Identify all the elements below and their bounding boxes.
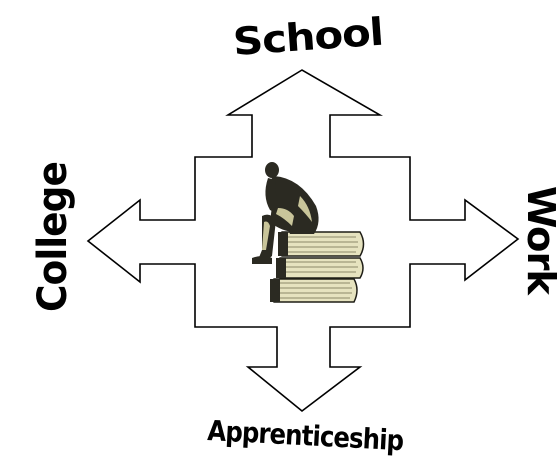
label-apprenticeship: Apprenticeship bbox=[207, 414, 404, 456]
book-middle bbox=[276, 257, 364, 279]
thinker-highlights bbox=[262, 196, 312, 250]
book-bottom bbox=[270, 278, 358, 303]
label-bottom-group: Apprenticeship bbox=[207, 414, 404, 456]
label-work: Work bbox=[519, 186, 558, 296]
label-school: School bbox=[232, 10, 385, 64]
thinker-on-books-icon bbox=[252, 162, 365, 303]
label-left-group: College bbox=[30, 162, 76, 312]
label-top-group: School bbox=[232, 10, 385, 64]
label-college: College bbox=[30, 162, 76, 312]
label-right-group: Work bbox=[519, 186, 558, 296]
book-top bbox=[278, 231, 365, 257]
